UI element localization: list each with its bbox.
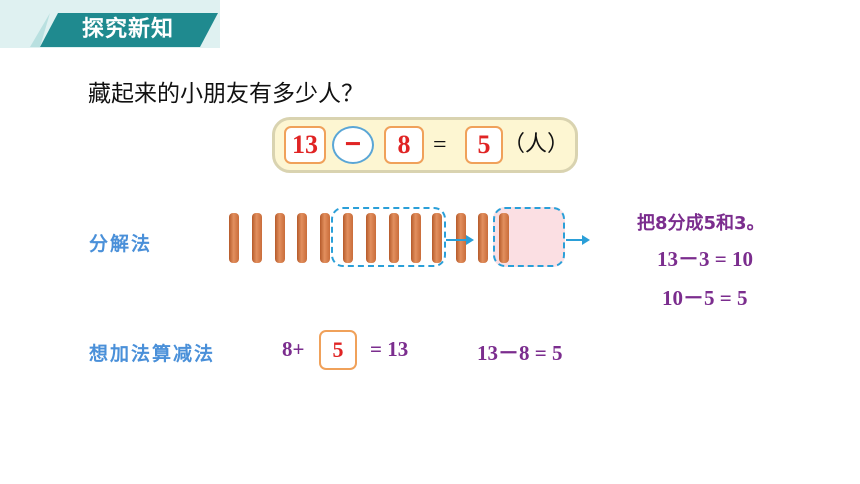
addition-addend: 8+	[282, 337, 305, 361]
decompose-step-2: 10－5 = 5	[662, 286, 748, 310]
counting-stick	[432, 213, 442, 263]
header-tab	[40, 13, 218, 47]
minus-operator: −	[332, 126, 374, 164]
addition-sum: = 13	[370, 337, 409, 361]
addition-answer-box: 5	[319, 330, 357, 370]
counting-stick	[456, 213, 466, 263]
subtraction-equation: 13－8 = 5	[477, 341, 563, 365]
arrow-right-icon	[446, 235, 474, 245]
arrow-right-icon	[566, 235, 590, 245]
counting-stick	[320, 213, 330, 263]
counting-stick	[275, 213, 285, 263]
equals-sign: =	[433, 132, 447, 158]
section-title: 探究新知	[82, 17, 175, 42]
counting-stick	[499, 213, 509, 263]
decompose-step-1: 13－3 = 10	[657, 247, 753, 271]
counting-stick	[343, 213, 353, 263]
group-five-sticks	[331, 207, 446, 267]
counting-stick	[389, 213, 399, 263]
subtrahend-box: 8	[384, 126, 424, 164]
minuend-box: 13	[284, 126, 326, 164]
counting-stick	[252, 213, 262, 263]
decompose-note: 把8分成5和3。	[637, 213, 765, 234]
result-box: 5	[465, 126, 503, 164]
method-decompose-label: 分解法	[89, 233, 153, 255]
counting-stick	[411, 213, 421, 263]
method-addition-label: 想加法算减法	[89, 343, 216, 365]
counting-stick	[297, 213, 307, 263]
counting-stick	[366, 213, 376, 263]
counting-stick	[229, 213, 239, 263]
counting-stick	[478, 213, 488, 263]
question-text: 藏起来的小朋友有多少人？	[88, 81, 364, 107]
unit-label: （人）	[503, 132, 570, 157]
